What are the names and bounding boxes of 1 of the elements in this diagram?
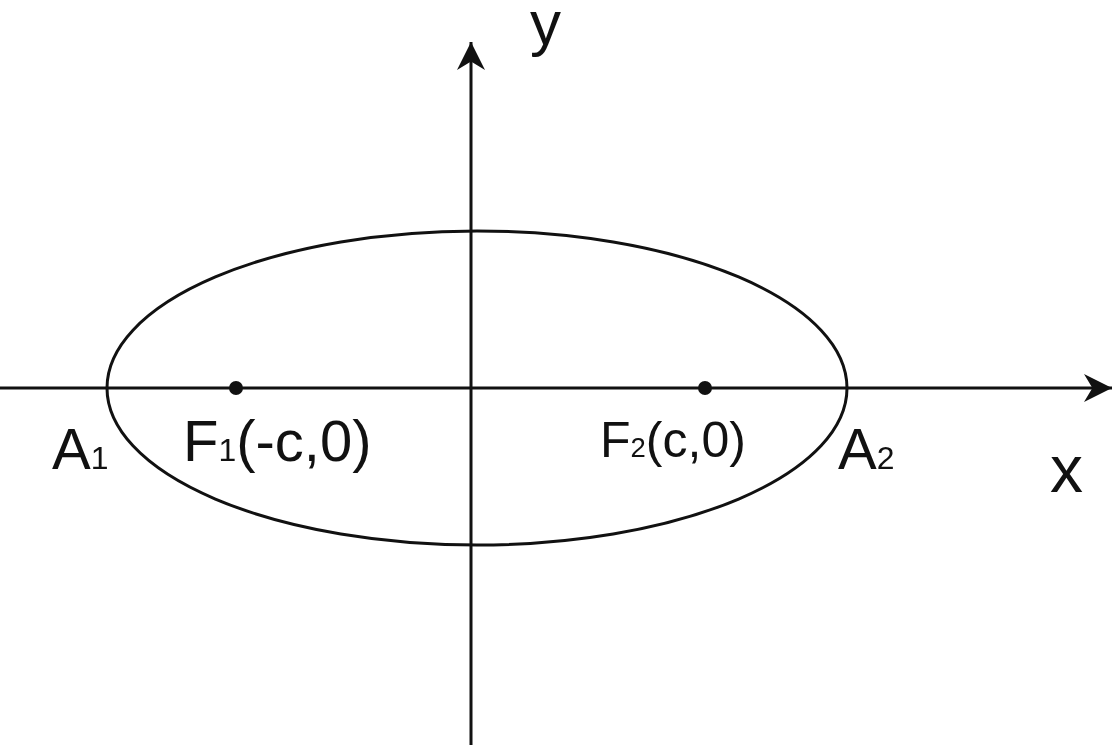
- axis-label: x: [1050, 436, 1083, 502]
